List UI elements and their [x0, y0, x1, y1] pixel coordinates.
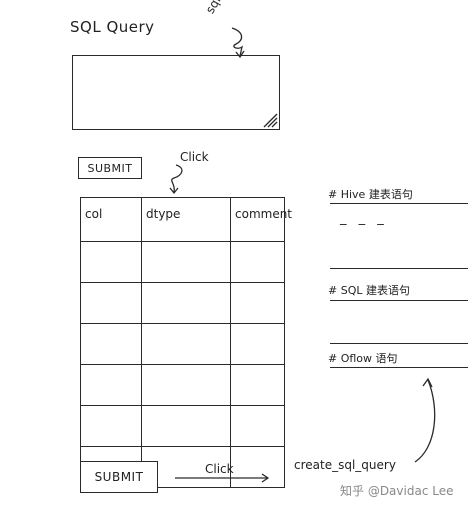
table-cell[interactable] [230, 282, 285, 324]
click-annotation-top: Click [180, 150, 209, 164]
table-cell[interactable] [80, 282, 142, 324]
table-cell[interactable] [141, 282, 231, 324]
table-cell[interactable] [80, 364, 142, 406]
table-row [80, 323, 285, 365]
table-row [80, 364, 285, 406]
submit-query-button[interactable]: SUBMIT [78, 157, 142, 179]
page-title: SQL Query [70, 18, 155, 36]
table-cell[interactable] [230, 323, 285, 365]
hive-ddl-placeholder: _ _ _ [340, 211, 388, 226]
submit-create-button[interactable]: SUBMIT [80, 461, 158, 493]
table-cell[interactable] [80, 241, 142, 283]
hive-ddl-divider [330, 203, 468, 204]
table-cell[interactable] [230, 241, 285, 283]
schema-table: col dtype comment . . . [80, 197, 292, 488]
oflow-label: # Oflow 语句 [328, 352, 398, 365]
create-arrow-icon [414, 379, 436, 463]
click-annotation-bottom: Click [205, 462, 234, 476]
create-arrow-head-icon [422, 377, 433, 388]
table-cell[interactable] [141, 364, 231, 406]
table-cell[interactable] [230, 364, 285, 406]
table-cell[interactable] [141, 323, 231, 365]
column-header-dtype: dtype [141, 197, 231, 242]
table-row [80, 282, 285, 324]
table-cell[interactable] [141, 405, 231, 447]
sql-annotation: sql [202, 0, 224, 16]
watermark: 知乎 @Davidac Lee [340, 484, 454, 498]
hive-ddl-bottom-divider [330, 268, 468, 269]
oflow-divider [330, 367, 468, 368]
click-top-arrow-icon [171, 164, 183, 193]
column-header-comment: comment [230, 197, 292, 242]
table-row [80, 241, 285, 283]
table-row [80, 405, 285, 447]
sql-arrow-icon [231, 27, 244, 57]
table-cell[interactable] [80, 405, 142, 447]
table-header-row: col dtype comment [80, 197, 292, 242]
sql-ddl-bottom-divider [330, 343, 468, 344]
sql-ddl-label: # SQL 建表语句 [328, 284, 410, 297]
column-header-col: col [80, 197, 142, 242]
resize-grip-icon[interactable] [260, 110, 278, 128]
table-cell[interactable] [141, 241, 231, 283]
create-sql-query-annotation: create_sql_query [294, 458, 396, 472]
hive-ddl-label: # Hive 建表语句 [328, 188, 413, 201]
sql-ddl-divider [330, 300, 468, 301]
table-cell[interactable] [80, 323, 142, 365]
table-cell[interactable] [230, 405, 285, 447]
click-top-arrow-head-icon [169, 187, 179, 195]
sql-query-input[interactable] [72, 55, 280, 130]
table-cell[interactable] [230, 446, 285, 488]
